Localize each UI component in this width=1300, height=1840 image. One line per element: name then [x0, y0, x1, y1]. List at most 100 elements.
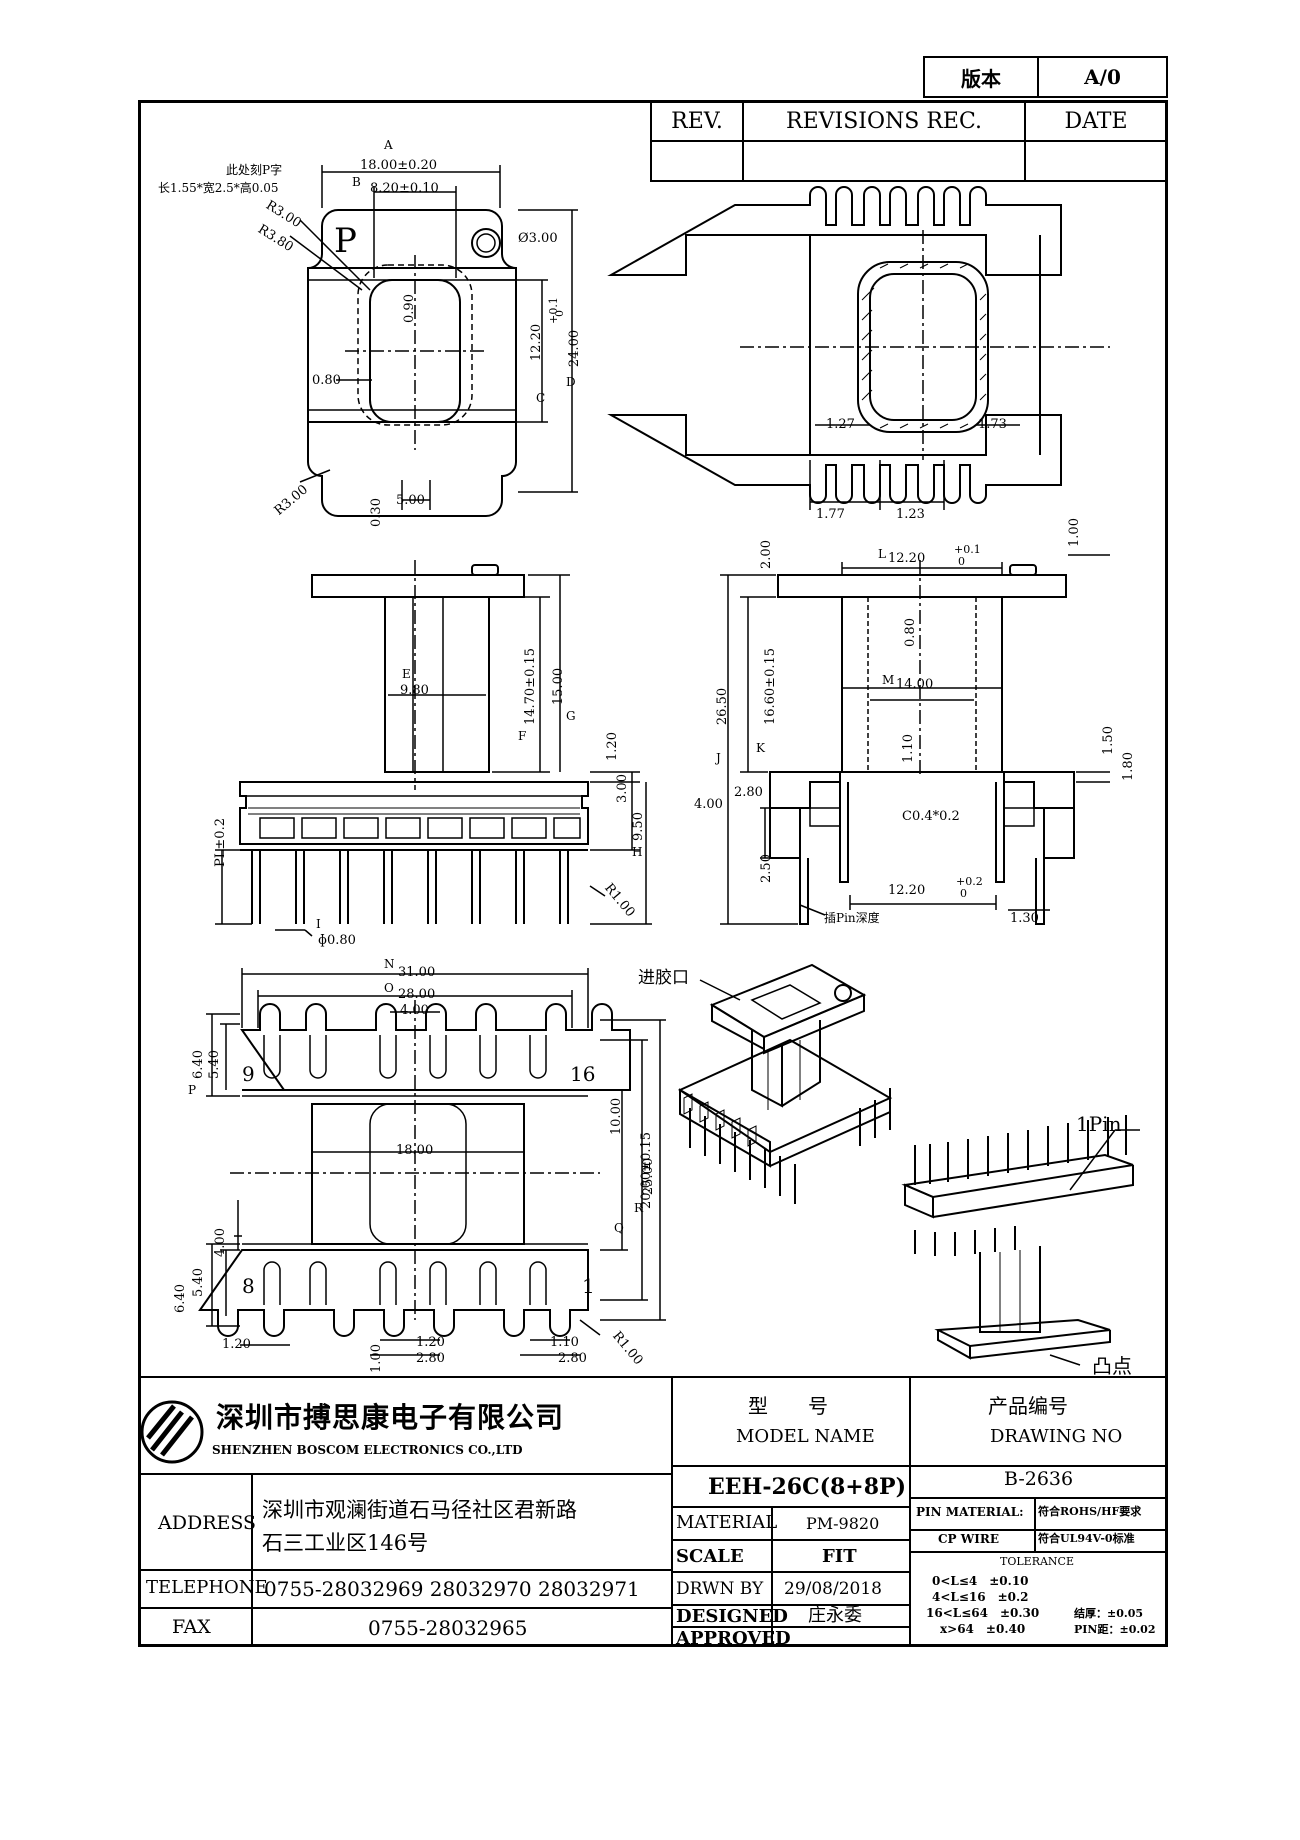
top-comb — [240, 1003, 631, 1091]
pin-16: 16 — [570, 1062, 596, 1086]
revisions-table: REV. REVISIONS REC. DATE — [650, 100, 1168, 182]
dim-dia-3: Ø3.00 — [518, 231, 558, 246]
material-label: MATERIAL — [676, 1512, 778, 1533]
dim-5: 5.00 — [396, 493, 425, 508]
dim-r1: R1.00 — [601, 880, 638, 921]
mark-l: L — [878, 547, 886, 561]
tolerance-row-1: 0<L≤4 ±0.10 — [932, 1574, 1029, 1588]
top-right-view — [607, 186, 1110, 510]
mark-o: O — [384, 981, 394, 995]
dim-26-50: 26.50 — [715, 687, 731, 726]
dim-5-40-top: 5.40 — [206, 1050, 222, 1079]
pin-9: 9 — [242, 1062, 255, 1086]
material: PM-9820 — [806, 1514, 880, 1533]
telephone: 0755-28032969 28032970 28032971 — [264, 1577, 640, 1601]
mark-d: D — [566, 375, 576, 389]
dim-10: 10.00 — [609, 1097, 625, 1136]
telephone-label: TELEPHONE — [146, 1577, 268, 1598]
dim-12-20-bottom: 12.20 — [888, 883, 926, 898]
dim-14: 14.00 — [896, 677, 934, 692]
tolerance-row-3: 16<L≤64 ±0.30 — [926, 1606, 1040, 1620]
dim-0-80-r: 0.80 — [902, 618, 918, 647]
rev-header: REV. — [650, 100, 744, 142]
bottom-view — [198, 968, 666, 1356]
flange-bottom — [607, 414, 1062, 504]
dim-pin-dia: ɸ0.80 — [318, 933, 356, 948]
drawn-label: DRWN BY — [676, 1579, 764, 1599]
dim-1-10-b: 1.10 — [550, 1335, 579, 1350]
dim-1-20: 1.20 — [604, 732, 620, 761]
dim-0-90: 0.90 — [401, 294, 417, 323]
dim-0-30: 0.30 — [368, 498, 384, 527]
dim-31: 31.00 — [398, 965, 436, 980]
dim-14-70: 14.70±0.15 — [523, 647, 539, 726]
mark-f: F — [518, 729, 527, 743]
mark-j: J — [716, 751, 721, 765]
model-label-en: MODEL NAME — [736, 1426, 875, 1447]
dim-1-80: 1.80 — [1120, 752, 1136, 781]
mark-n: N — [384, 957, 395, 971]
dim-5-40-bottom: 5.40 — [190, 1268, 206, 1297]
address-line-2: 石三工业区146号 — [262, 1531, 429, 1555]
dim-1-20-left: 1.20 — [222, 1337, 251, 1352]
core-body — [384, 596, 490, 773]
dim-4-top: 4.00 — [400, 1003, 429, 1018]
label-gate: 进胶口 — [638, 968, 689, 988]
mark-e: E — [402, 667, 411, 681]
model-name: EEH-26C(8+8P) — [708, 1474, 906, 1500]
dim-6-40-bottom: 6.40 — [172, 1284, 188, 1313]
dim-25: 25.00 — [641, 1157, 657, 1196]
flange-outline — [307, 209, 517, 517]
bottom-comb — [198, 1249, 589, 1337]
mark-c: C — [536, 391, 546, 405]
fax-label: FAX — [172, 1616, 211, 1638]
pin-material: 符合ROHS/HF要求 — [1038, 1505, 1142, 1518]
mark-i: I — [316, 917, 321, 931]
dim-2-50: 2.50 — [758, 854, 774, 883]
dim-12-20-top-tol-up: +0.1 — [954, 543, 981, 556]
address-line-1: 深圳市观澜街道石马径社区君新路 — [262, 1498, 577, 1522]
dim-2-80-mid: 2.80 — [416, 1351, 445, 1366]
dim-1-00: 1.00 — [1066, 518, 1082, 547]
company-logo-stripes — [146, 1404, 194, 1457]
dim-pl: PL±0.2 — [212, 818, 228, 867]
iso-view-top — [677, 963, 893, 1204]
dim-0-80: 0.80 — [312, 373, 341, 388]
dim-r3-bottom: R3.00 — [271, 482, 312, 519]
mark-h: H — [632, 845, 643, 859]
dim-1-23: 1.23 — [896, 507, 925, 522]
dim-12-20-tol-low: 0 — [553, 310, 566, 317]
dim-24: 24.00 — [567, 329, 583, 368]
cp-wire: 符合UL94V-0标准 — [1038, 1532, 1135, 1545]
mark-k: K — [756, 741, 765, 755]
dim-15: 15.00 — [551, 667, 567, 706]
dim-28: 28.00 — [398, 987, 436, 1002]
pin-material-label: PIN MATERIAL: — [916, 1505, 1024, 1519]
top-left-view — [289, 165, 578, 517]
version-box: 版本 A/0 — [923, 56, 1168, 98]
pin-mark-circle — [471, 228, 501, 258]
dim-18-b: 18.00 — [396, 1143, 434, 1158]
dim-12-20: 12.20 — [529, 323, 545, 362]
address-label: ADDRESS — [158, 1512, 257, 1534]
dim-1-50: 1.50 — [1100, 726, 1116, 755]
tolerance-row-4: x>64 ±0.40 — [940, 1622, 1026, 1636]
dim-1-00-b: 1.00 — [368, 1344, 384, 1373]
dim-16-60: 16.60±0.15 — [763, 647, 779, 726]
dim-9-50: 9.50 — [630, 812, 646, 841]
dim-3: 3.00 — [614, 774, 630, 803]
dim-1-27: 1.27 — [826, 417, 855, 432]
label-pin1: 1Pin — [1076, 1112, 1122, 1136]
side-right-view — [720, 554, 1110, 925]
mark-g: G — [566, 709, 576, 723]
dim-4-00: 4.00 — [694, 797, 723, 812]
dim-1-30: 1.30 — [1010, 911, 1039, 926]
tolerance-label: TOLERANCE — [1000, 1555, 1074, 1568]
company-name-en: SHENZHEN BOSCOM ELECTRONICS CO.,LTD — [212, 1443, 523, 1457]
company-name-cn: 深圳市搏思康电子有限公司 — [216, 1401, 565, 1434]
tolerance-right-2: PIN距：±0.02 — [1074, 1623, 1156, 1636]
model-label-cn: 型 号 — [748, 1394, 828, 1418]
mark-r: R — [634, 1201, 644, 1215]
